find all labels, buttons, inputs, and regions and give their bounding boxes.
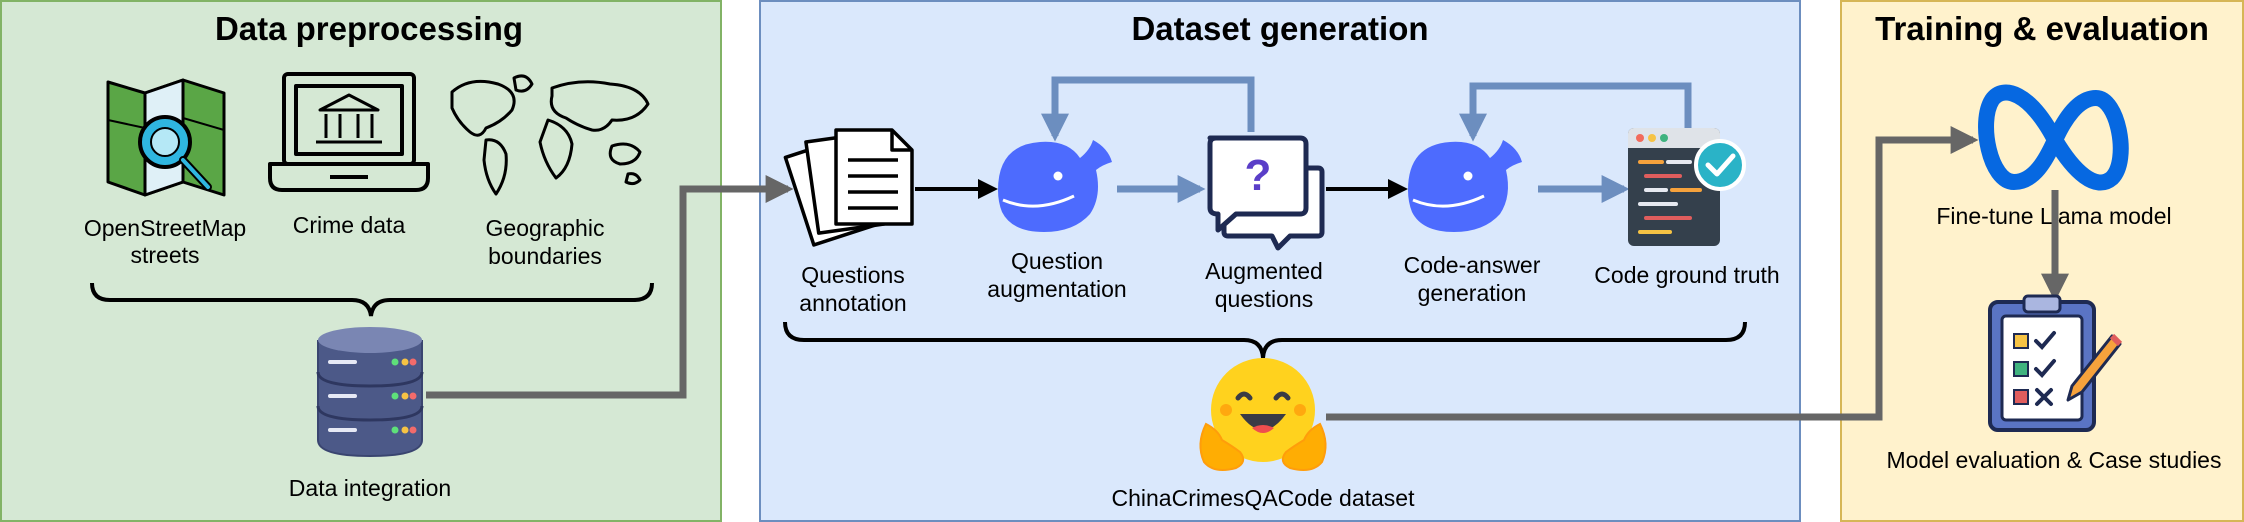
generation-title: Dataset generation <box>1131 10 1428 47</box>
geo-label-line2: boundaries <box>488 243 602 269</box>
world-map-icon <box>450 74 650 196</box>
crime-data-label: Crime data <box>293 212 406 238</box>
augmented-questions-line2: questions <box>1215 286 1313 312</box>
feedback-loop-augmentation <box>1041 76 1255 142</box>
feedback-loop-code-generation <box>1459 82 1692 142</box>
code-window-icon <box>1628 128 1746 246</box>
osm-label-line1: OpenStreetMap <box>84 215 246 241</box>
question-augmentation-line2: augmentation <box>987 276 1126 302</box>
dataset-label: ChinaCrimesQACode dataset <box>1112 485 1416 511</box>
whale-icon <box>1408 140 1522 232</box>
code-answer-generation-line1: Code-answer <box>1404 252 1541 278</box>
whale-icon <box>998 140 1112 232</box>
connector-db-to-generation <box>426 175 794 399</box>
database-icon <box>316 327 424 458</box>
geo-label-line1: Geographic <box>486 215 605 241</box>
training-title: Training & evaluation <box>1875 10 2209 47</box>
connector-dataset-to-training <box>1326 126 1979 421</box>
documents-icon <box>783 128 914 247</box>
question-chat-icon: ? <box>1207 135 1325 251</box>
questions-annotation-line1: Questions <box>801 262 905 288</box>
svg-text:?: ? <box>1245 151 1272 200</box>
preprocessing-title: Data preprocessing <box>215 10 523 47</box>
map-search-icon <box>106 78 226 197</box>
augmented-questions-line1: Augmented <box>1205 258 1323 284</box>
hugging-face-icon <box>1199 358 1327 471</box>
evaluation-label: Model evaluation & Case studies <box>1887 447 2222 473</box>
code-answer-generation-line2: generation <box>1418 280 1527 306</box>
training-panel <box>1840 0 2244 522</box>
meta-infinity-icon <box>1978 84 2129 191</box>
data-integration-label: Data integration <box>289 475 451 501</box>
laptop-courthouse-icon <box>268 72 430 192</box>
osm-label-line2: streets <box>130 242 199 268</box>
clipboard-checklist-icon <box>1988 294 2123 432</box>
question-augmentation-line1: Question <box>1011 248 1103 274</box>
questions-annotation-line2: annotation <box>799 290 906 316</box>
preprocessing-brace <box>90 282 654 317</box>
code-ground-truth-label: Code ground truth <box>1594 262 1779 288</box>
